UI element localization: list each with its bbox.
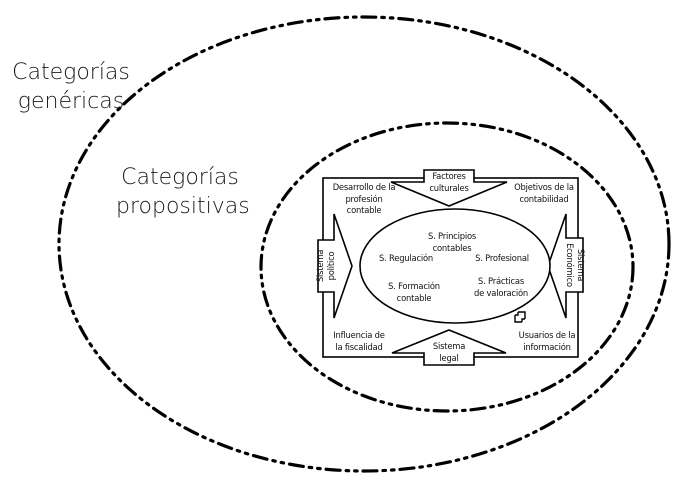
inner-category-line1: Categorías	[121, 165, 239, 190]
text-line: S. Profesional	[475, 253, 529, 263]
text-line: contabilidad	[519, 193, 569, 204]
text-line: S. Regulación	[378, 253, 434, 263]
outer-category-line2: genéricas	[17, 89, 125, 114]
text-line: S. Principios	[427, 231, 477, 241]
text-line: contable	[396, 292, 432, 303]
expand-icon[interactable]	[513, 310, 527, 324]
center-item-formacion: S. Formación contable	[378, 281, 450, 304]
text-line: político	[326, 251, 336, 281]
text-line: Sistema	[315, 249, 325, 283]
arrow-factores-culturales	[390, 169, 508, 207]
center-ellipse	[359, 208, 551, 324]
corner-top-right-label: Objetivos de la contabilidad	[510, 182, 578, 205]
text-line: Objetivos de la	[514, 182, 574, 192]
text-line: contables	[432, 242, 472, 253]
text-line: legal	[439, 352, 459, 363]
center-item-practicas: S. Prácticas de valoración	[466, 276, 536, 299]
text-line: culturales	[429, 182, 469, 193]
center-item-principios: S. Principios contables	[410, 231, 494, 254]
text-line: profesión	[345, 193, 383, 204]
center-item-regulacion: S. Regulación	[370, 253, 442, 265]
inner-category-line2: propositivas	[116, 194, 250, 219]
arrow-top-label: Factores culturales	[424, 171, 474, 194]
arrow-left-label: Sistema político	[315, 240, 337, 292]
text-line: Factores	[432, 171, 466, 181]
text-line: información	[523, 341, 571, 352]
arrow-sistema-economico	[547, 213, 584, 319]
center-item-profesional: S. Profesional	[466, 253, 538, 265]
arrow-right-label: Sistema Económico	[564, 238, 586, 292]
arrow-sistema-politico	[317, 213, 353, 319]
text-line: Desarrollo de la	[332, 182, 396, 192]
text-line: la fiscalidad	[335, 341, 383, 352]
text-line: S. Formación	[388, 281, 440, 291]
corner-bottom-left-label: Influencia de la fiscalidad	[328, 330, 390, 353]
text-line: Usuarios de la	[518, 330, 576, 340]
outer-category-line1: Categorías	[12, 60, 130, 85]
text-line: Sistema	[576, 248, 586, 282]
arrow-sistema-legal	[391, 329, 507, 366]
corner-top-left-label: Desarrollo de la profesión contable	[326, 182, 402, 217]
inner-ellipse-propositive-categories	[259, 121, 635, 413]
text-line: Influencia de	[333, 330, 385, 340]
outer-ellipse-generic-categories	[57, 15, 671, 473]
outer-category-label: Categorías genéricas	[6, 58, 136, 116]
text-line: Económico	[565, 243, 575, 287]
arrow-bottom-label: Sistema legal	[424, 341, 474, 364]
text-line: contable	[346, 205, 382, 215]
corner-bottom-right-label: Usuarios de la información	[514, 330, 580, 353]
text-line: Sistema	[432, 341, 466, 351]
text-line: de valoración	[473, 287, 528, 298]
inner-category-label: Categorías propositivas	[116, 163, 250, 221]
text-line: S. Prácticas	[477, 276, 525, 286]
